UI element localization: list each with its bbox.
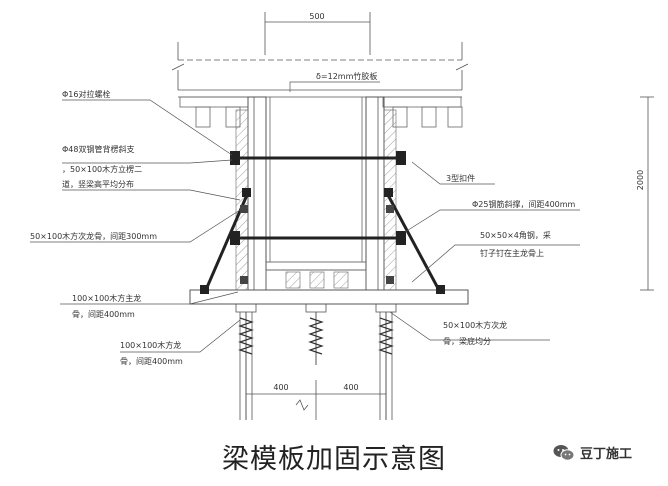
clamp-marks — [240, 205, 394, 284]
label-bottom-joist-line2: 骨，间距400mm — [120, 357, 183, 366]
slab-soffit-battens — [179, 96, 463, 128]
label-steel-line1: Φ48双钢管背楞斜支 — [62, 144, 134, 154]
right-dimension: 2000 — [636, 96, 654, 291]
label-right-bottom-line1: 50×100木方次龙 — [443, 320, 507, 330]
label-main-joist-line1: 100×100木方主龙 — [72, 293, 141, 303]
label-steel-line3: 道，竖梁高平均分布 — [62, 179, 134, 189]
adjustable-supports — [235, 303, 397, 420]
figure-caption: 梁模板加固示意图 — [222, 444, 446, 475]
bottom-dimension-right: 400 — [343, 383, 358, 392]
top-dimension: 500 — [264, 12, 371, 55]
vertical-studs — [235, 109, 397, 291]
label-angle-line2: 钉子钉在主龙骨上 — [480, 248, 544, 258]
label-bottom-joist-line1: 100×100木方龙 — [120, 340, 181, 350]
label-plywood: δ=12mm竹胶板 — [316, 71, 377, 81]
label-clamp: 3型扣件 — [446, 173, 475, 183]
label-angle-line1: 50×50×4角钢，采 — [480, 230, 551, 240]
tie-bolts — [230, 151, 406, 245]
top-dimension-text: 500 — [309, 12, 324, 21]
label-right-bottom-line2: 骨，梁底均分 — [443, 336, 491, 346]
beam-bottom-form — [265, 261, 367, 291]
wechat-icon — [553, 444, 575, 461]
label-main-joist-line2: 骨，间距400mm — [72, 310, 135, 319]
main-bearer — [189, 289, 469, 305]
beam-side-forms — [247, 96, 385, 291]
floor-slab — [171, 42, 469, 98]
bottom-dimension: 400 400 — [246, 380, 386, 420]
label-secondary-ribs: 50×100木方次龙骨，间距300mm — [30, 231, 157, 241]
leader-lines — [30, 81, 580, 353]
bottom-dimension-left: 400 — [273, 383, 288, 392]
right-dimension-text: 2000 — [636, 170, 645, 190]
brand-name: 豆丁施工 — [580, 447, 633, 462]
brand-watermark: 豆丁施工 — [553, 443, 632, 462]
label-diagonal-brace: Φ25钢筋斜撑，间距400mm — [472, 199, 576, 209]
label-steel-line2: ，50×100木方立楞二 — [62, 164, 142, 174]
label-tie-bolt: Φ16对拉螺栓 — [62, 89, 110, 99]
